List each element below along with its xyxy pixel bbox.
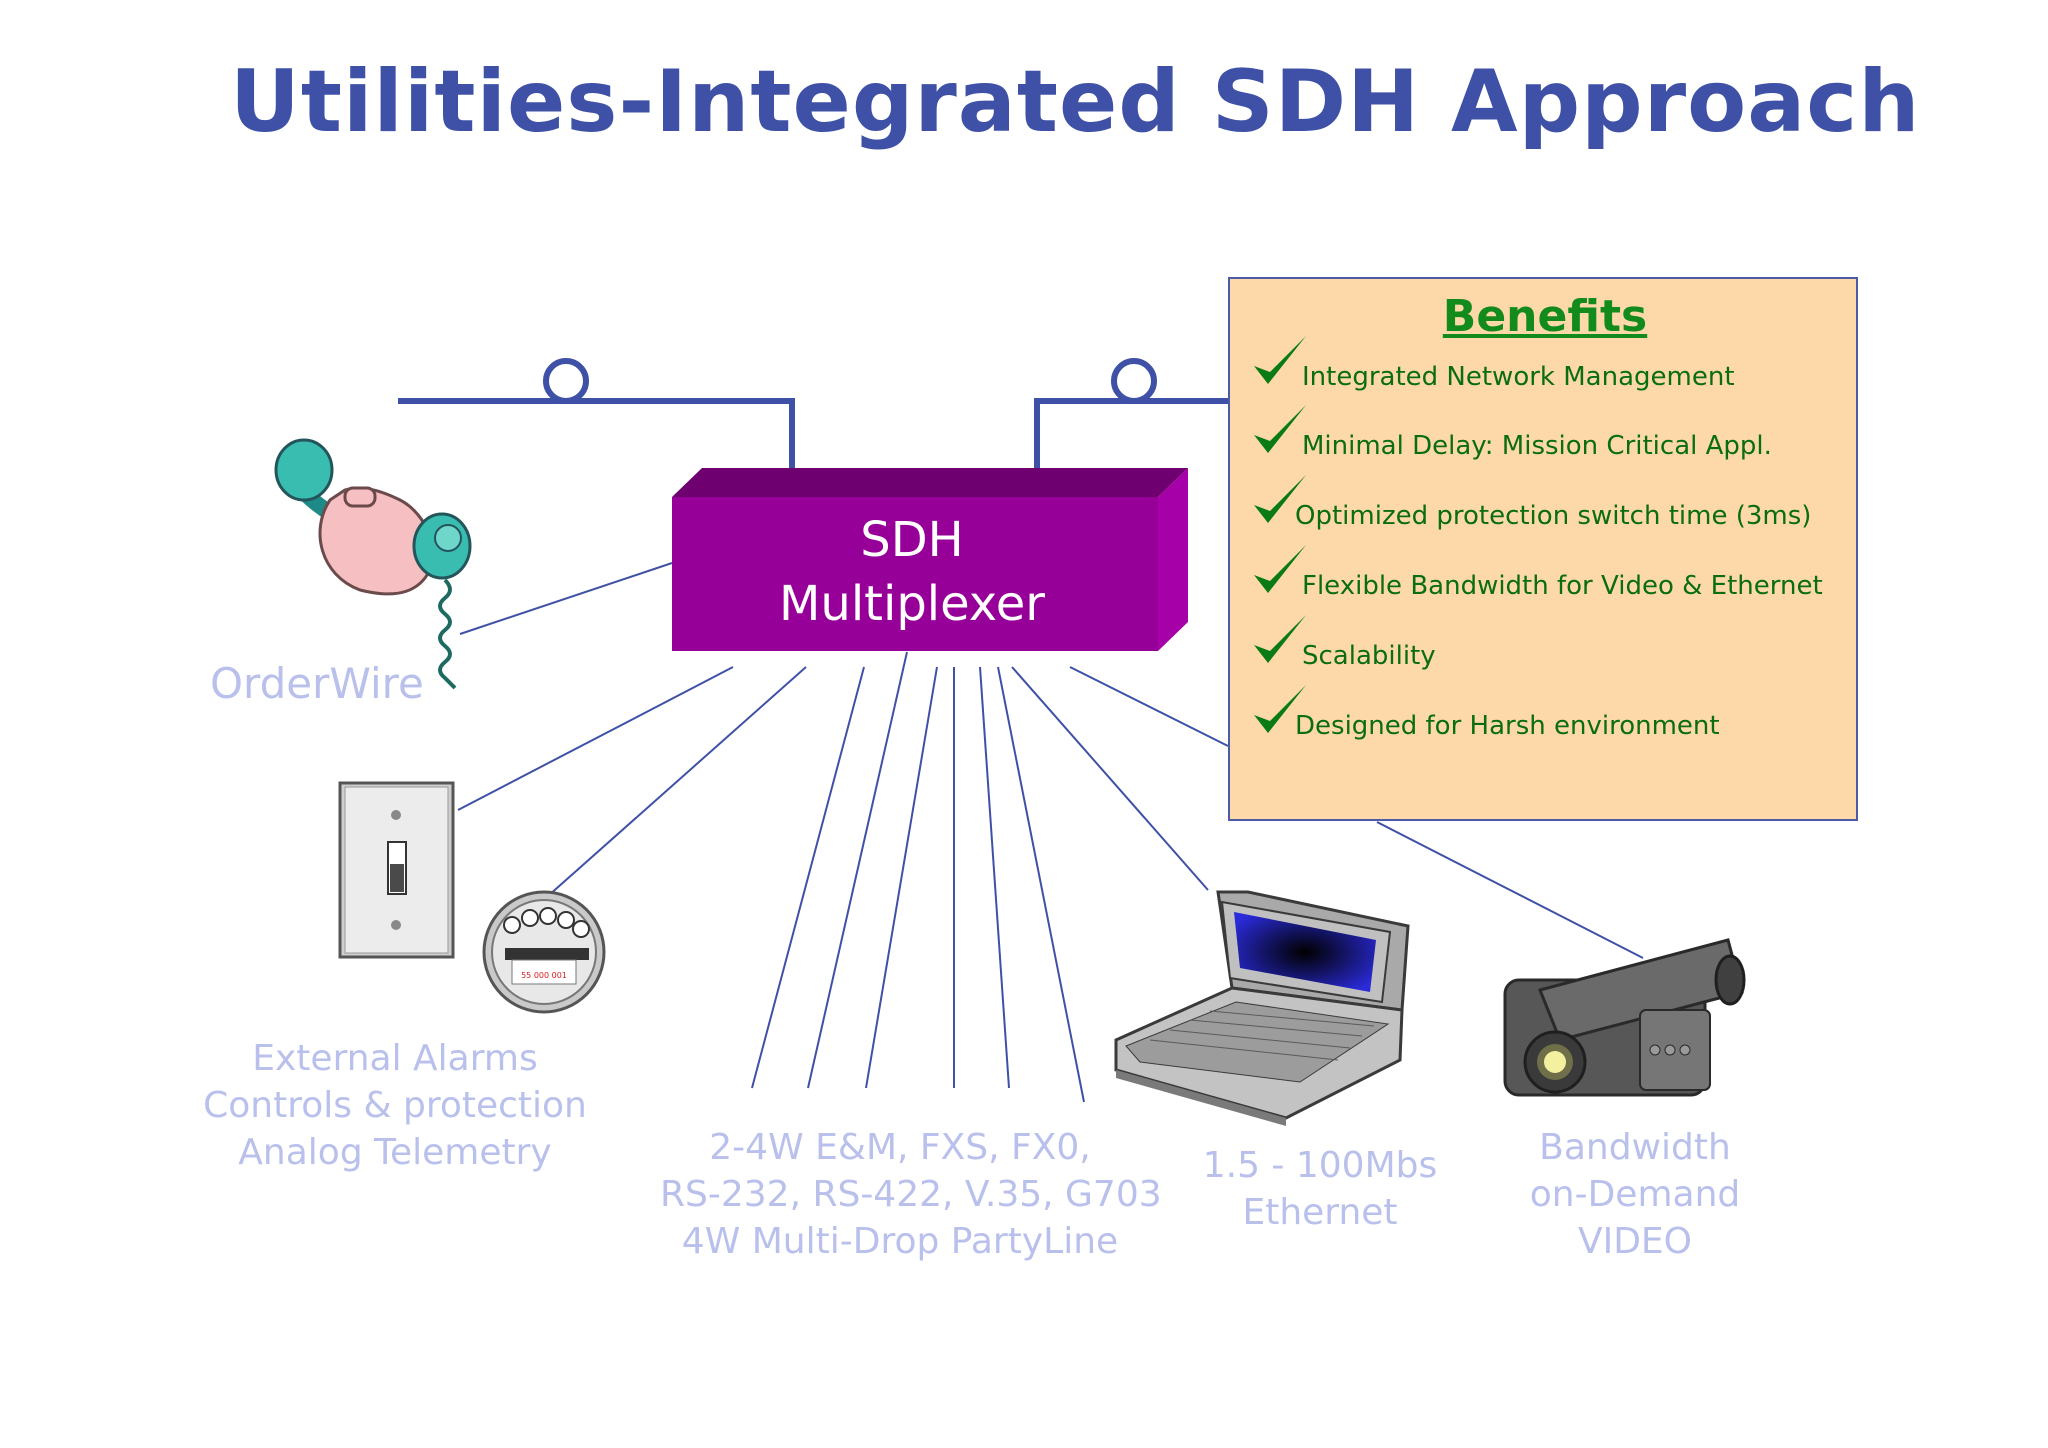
alarms-caption: External Alarms Controls & protection An… [200, 1035, 590, 1176]
benefit-item: Flexible Bandwidth for Video & Ethernet [1250, 541, 1850, 611]
multiplexer-label-line2: Multiplexer [778, 576, 1045, 632]
benefit-item: Designed for Harsh environment [1250, 681, 1850, 751]
video-camera-icon [1503, 938, 1746, 1097]
check-icon [1254, 685, 1306, 733]
benefit-text: Designed for Harsh environment [1295, 711, 1720, 741]
sdh-multiplexer [672, 468, 1188, 651]
electric-meter-icon: 55 000 001 [482, 890, 606, 1014]
multiplexer-label: SDH Multiplexer [672, 508, 1152, 636]
multiplexer-label-line1: SDH [860, 512, 964, 568]
benefit-text: Optimized protection switch time (3ms) [1295, 501, 1812, 531]
ring-connections [398, 358, 1228, 468]
interfaces-caption-line: 4W Multi-Drop PartyLine [681, 1221, 1119, 1262]
wall-switch-icon [338, 781, 455, 959]
alarms-caption-line: Analog Telemetry [238, 1132, 552, 1173]
benefit-text: Integrated Network Management [1302, 362, 1735, 392]
fanout-lines [457, 562, 1644, 1103]
ethernet-caption-line: 1.5 - 100Mbs [1202, 1145, 1438, 1186]
benefit-item: Minimal Delay: Mission Critical Appl. [1250, 401, 1850, 471]
interfaces-caption-line: 2-4W E&M, FXS, FX0, [709, 1127, 1091, 1168]
interfaces-caption: 2-4W E&M, FXS, FX0, RS-232, RS-422, V.35… [660, 1124, 1162, 1265]
check-icon [1254, 615, 1306, 663]
video-caption-line: on-Demand [1529, 1174, 1741, 1215]
benefit-item: Scalability [1250, 611, 1850, 681]
ethernet-caption-line: Ethernet [1242, 1192, 1398, 1233]
alarms-caption-line: Controls & protection [203, 1085, 587, 1126]
benefit-text: Scalability [1302, 641, 1436, 671]
video-caption: Bandwidth on-Demand VIDEO [1500, 1124, 1770, 1265]
video-caption-line: VIDEO [1577, 1221, 1693, 1262]
ethernet-caption: 1.5 - 100Mbs Ethernet [1195, 1142, 1445, 1236]
page-title: Utilities-Integrated SDH Approach [230, 52, 1921, 152]
check-icon [1254, 336, 1306, 384]
check-icon [1254, 475, 1306, 523]
benefit-item: Optimized protection switch time (3ms) [1250, 471, 1850, 541]
telephone-icon [274, 438, 472, 690]
interfaces-caption-line: RS-232, RS-422, V.35, G703 [660, 1174, 1162, 1215]
benefit-item: Integrated Network Management [1250, 332, 1850, 402]
meter-reading: 55 000 001 [521, 971, 567, 980]
alarms-caption-line: External Alarms [252, 1038, 538, 1079]
laptop-icon [1114, 890, 1410, 1126]
video-caption-line: Bandwidth [1539, 1127, 1731, 1168]
benefit-text: Minimal Delay: Mission Critical Appl. [1302, 431, 1772, 461]
benefits-box: Benefits Integrated Network Management M… [1228, 277, 1858, 821]
check-icon [1254, 545, 1306, 593]
orderwire-caption: OrderWire [210, 659, 424, 708]
benefits-heading: Benefits [1442, 291, 1648, 342]
check-icon [1254, 405, 1306, 453]
benefit-text: Flexible Bandwidth for Video & Ethernet [1302, 571, 1823, 601]
